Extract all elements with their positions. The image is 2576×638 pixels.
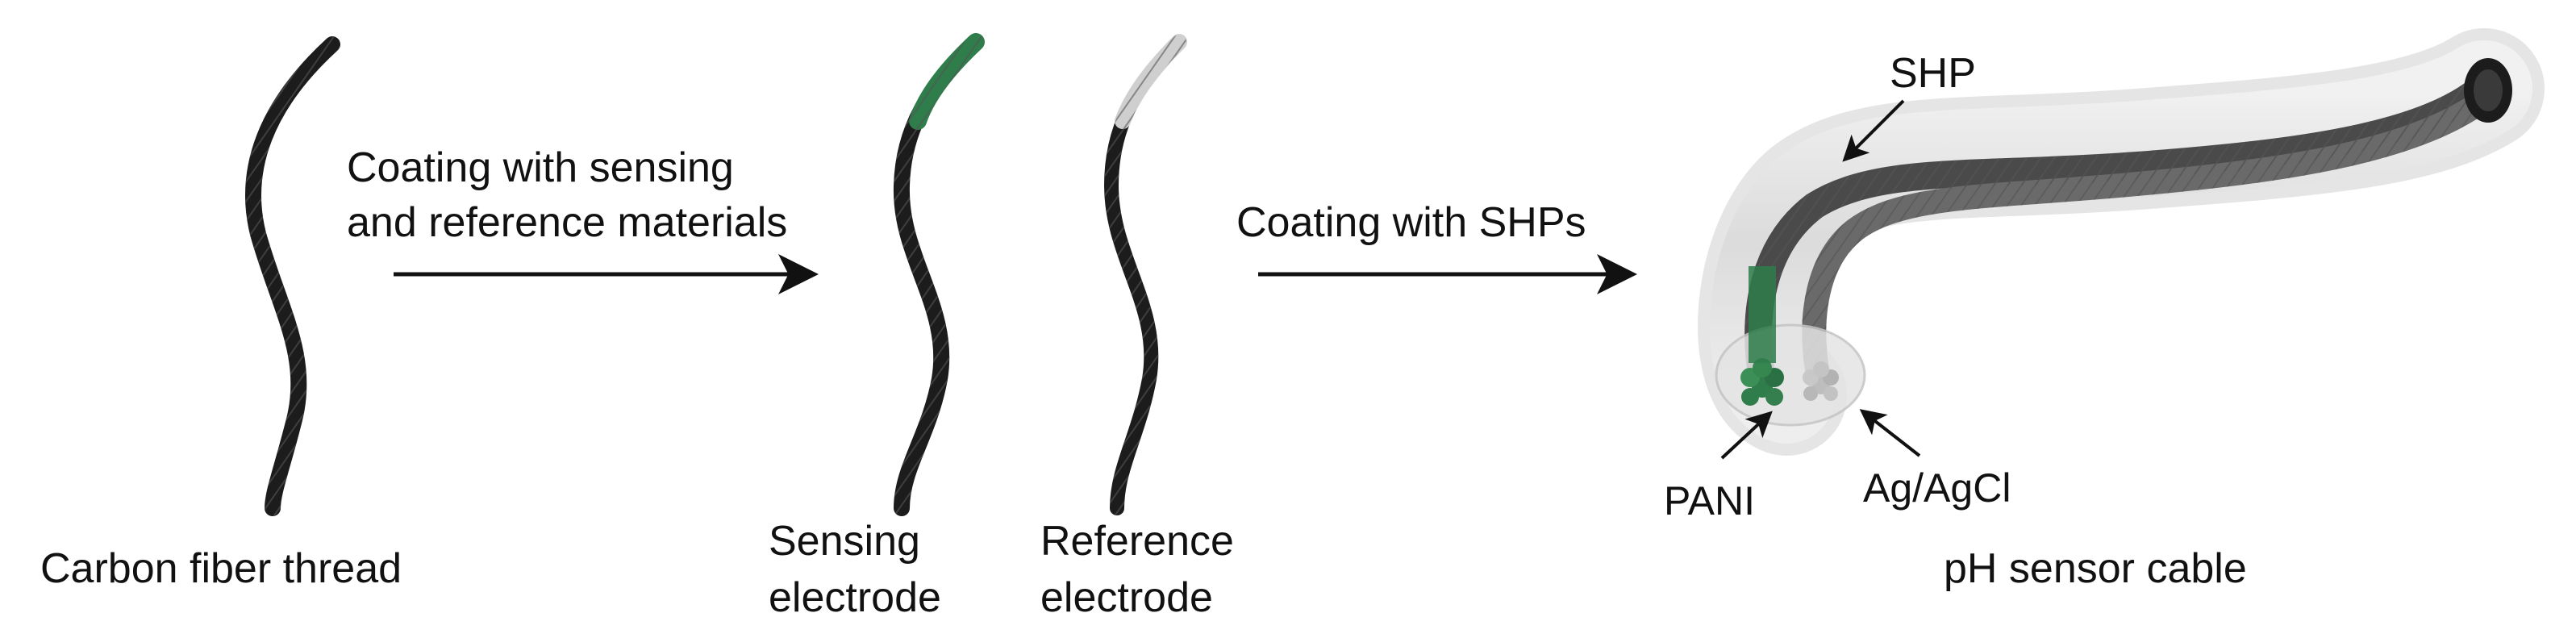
- pani-bundle: [1740, 266, 1784, 406]
- label-agagcl: Ag/AgCl: [1863, 465, 2011, 511]
- label-shp: SHP: [1890, 50, 1976, 97]
- label-sensing-line2: electrode: [769, 574, 941, 621]
- label-reference-line2: electrode: [1040, 574, 1213, 621]
- sensing-electrode: [893, 33, 985, 516]
- ph-sensor-cable: [1698, 28, 2545, 456]
- label-step2: Coating with SHPs: [1236, 199, 1586, 246]
- label-carbon-fiber-thread: Carbon fiber thread: [40, 545, 402, 592]
- label-step1-line2: and reference materials: [347, 199, 787, 246]
- reference-electrode: [1103, 34, 1187, 515]
- carbon-fiber-thread: [245, 36, 340, 516]
- arrow-pani: [1720, 411, 1773, 460]
- label-sensing-line1: Sensing: [769, 518, 920, 565]
- label-step1-line1: Coating with sensing: [347, 144, 734, 191]
- agagcl-bundle: [1803, 361, 1839, 401]
- label-ph-sensor-cable: pH sensor cable: [1944, 545, 2247, 592]
- arrow-agagcl: [1859, 409, 1921, 457]
- arrow-shp: [1842, 99, 1905, 162]
- label-reference-line1: Reference: [1040, 518, 1234, 565]
- label-pani: PANI: [1664, 478, 1755, 523]
